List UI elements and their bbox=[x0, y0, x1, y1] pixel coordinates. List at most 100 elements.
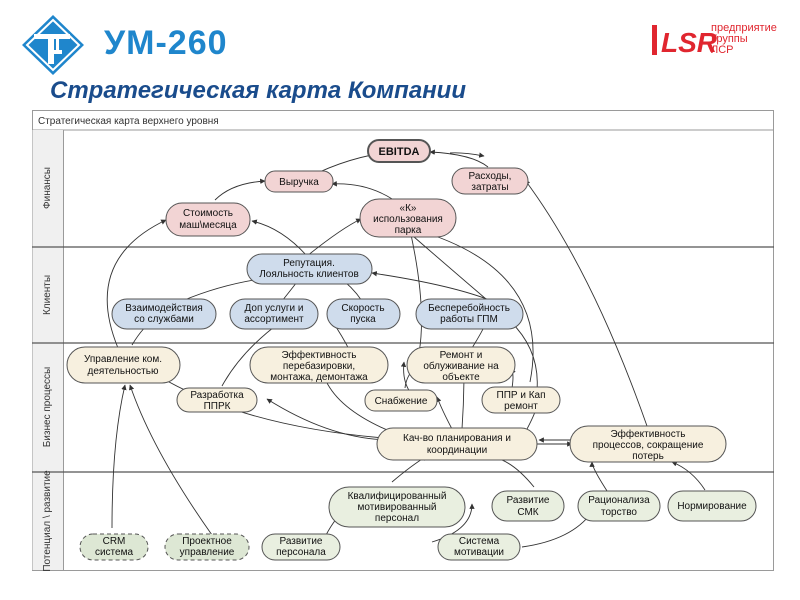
node-stoimost bbox=[165, 202, 251, 237]
node-label: процессов, сокращение bbox=[593, 440, 704, 451]
lsr-caption-line: предприятие bbox=[711, 22, 777, 34]
node-kvalif bbox=[328, 486, 466, 528]
node-label: Лояльность клиентов bbox=[259, 269, 359, 280]
edge bbox=[214, 178, 266, 201]
lsr-caption-line: Группы bbox=[711, 33, 748, 45]
node-labels: EBITDA Выручка Расходы, затраты Стоимост… bbox=[84, 146, 747, 558]
node-effekt-pereb bbox=[249, 346, 389, 384]
node-k-park bbox=[359, 198, 457, 238]
node-effekt-proc bbox=[569, 425, 727, 463]
node-reputacia bbox=[246, 253, 373, 285]
node-label: облуживание на bbox=[423, 360, 499, 372]
node-label: Ремонт и bbox=[440, 350, 483, 361]
node-label: Управление ком. bbox=[84, 354, 162, 365]
lane-label-clients: Клиенты bbox=[42, 275, 53, 315]
edge bbox=[306, 218, 362, 257]
node-label: мотивированный bbox=[358, 502, 437, 513]
lane-label-column bbox=[32, 130, 64, 570]
node-crm bbox=[79, 533, 149, 561]
node-rashody bbox=[451, 167, 529, 195]
node-label: Нормирование bbox=[677, 501, 747, 512]
node-razvitie-smk bbox=[491, 490, 565, 522]
node-ppr bbox=[481, 386, 561, 414]
node-label: ассортимент bbox=[244, 314, 304, 325]
node-label: маш\месяца bbox=[179, 220, 237, 231]
node-label: монтажа, демонтажа bbox=[270, 372, 368, 383]
node-razvitie-pers bbox=[261, 533, 341, 561]
node-upravlenie-kom bbox=[66, 346, 181, 384]
node-skorost bbox=[326, 298, 401, 330]
node-label: со службами bbox=[134, 313, 194, 325]
node-label: использования bbox=[373, 214, 443, 225]
edge bbox=[429, 149, 489, 168]
brand-name: УМ-260 bbox=[104, 24, 228, 62]
node-label: CRM bbox=[103, 536, 126, 547]
node-label: мотивации bbox=[454, 547, 504, 558]
node-label: Система bbox=[459, 536, 500, 547]
strategy-map-diagram: Стратегическая карта верхнего уровня Фин… bbox=[32, 110, 774, 572]
lane-label-finance: Финансы bbox=[42, 167, 53, 209]
node-normirovanie bbox=[667, 490, 757, 522]
node-label: Эффективность bbox=[281, 349, 356, 361]
node-label: пуска bbox=[350, 314, 376, 325]
node-razrabotka bbox=[176, 387, 258, 413]
node-label: Разработка bbox=[190, 389, 244, 401]
edge bbox=[371, 271, 493, 302]
node-label: ППРК bbox=[204, 401, 231, 412]
diagram-caption: Стратегическая карта верхнего уровня bbox=[38, 116, 219, 127]
node-label: затраты bbox=[471, 182, 508, 193]
node-bespereb bbox=[415, 298, 524, 330]
node-label: потерь bbox=[632, 451, 664, 462]
node-label: персонала bbox=[276, 547, 326, 558]
node-dop-uslugi bbox=[229, 298, 319, 330]
node-label: Доп услуги и bbox=[245, 303, 304, 314]
edge bbox=[431, 503, 475, 543]
node-label: торство bbox=[601, 507, 637, 518]
node-label: Рационализа bbox=[588, 495, 650, 506]
node-vzaimod bbox=[111, 298, 217, 330]
um260-logo-icon bbox=[22, 15, 84, 75]
node-label: ППР и Кап bbox=[497, 390, 546, 401]
edge bbox=[106, 219, 167, 349]
node-label: Эффективность bbox=[610, 428, 685, 440]
node-label: ремонт bbox=[504, 401, 538, 412]
node-label: Развитие bbox=[507, 495, 550, 506]
node-kachvo bbox=[376, 427, 538, 461]
edge bbox=[111, 384, 127, 529]
edge bbox=[589, 461, 610, 495]
node-label: Скорость bbox=[341, 303, 384, 314]
lsr-logo-icon: LSR bbox=[652, 25, 718, 58]
nodes bbox=[66, 139, 757, 561]
node-label: «К» bbox=[400, 203, 417, 214]
node-label: Взаимодействия bbox=[125, 303, 203, 314]
node-proektnoe bbox=[164, 533, 250, 561]
node-sistema-motiv bbox=[437, 533, 521, 561]
node-label: работы ГПМ bbox=[440, 313, 498, 325]
node-label: деятельностью bbox=[88, 366, 159, 377]
node-label: объекте bbox=[442, 371, 480, 383]
node-vyruchka bbox=[264, 170, 334, 193]
node-label: система bbox=[95, 547, 133, 558]
node-label: Развитие bbox=[280, 536, 323, 547]
node-label: Стоимость bbox=[183, 208, 233, 219]
node-remont bbox=[406, 346, 516, 384]
node-ebitda bbox=[367, 139, 431, 163]
node-label: парка bbox=[395, 225, 422, 236]
node-label: перебазировки, bbox=[283, 360, 355, 372]
lane-label-processes: Бизнес процессы bbox=[42, 367, 53, 448]
node-label: персонал bbox=[375, 513, 419, 524]
lsr-caption-line: ЛСР bbox=[711, 44, 734, 56]
edge bbox=[524, 179, 648, 427]
node-label: Репутация. bbox=[283, 258, 335, 269]
edge bbox=[449, 152, 485, 158]
page-title: Стратегическая карта Компании bbox=[50, 77, 467, 104]
node-label: Выручка bbox=[279, 177, 319, 188]
node-label: Снабжение bbox=[375, 395, 428, 407]
node-label: Расходы, bbox=[469, 171, 512, 182]
node-label: Квалифицированный bbox=[348, 490, 447, 502]
node-snabzhenie bbox=[364, 389, 438, 412]
node-label: управление bbox=[180, 547, 235, 558]
lsr-caption: предприятие Группы ЛСР bbox=[711, 23, 777, 56]
edge bbox=[671, 461, 706, 491]
edge bbox=[129, 384, 213, 536]
